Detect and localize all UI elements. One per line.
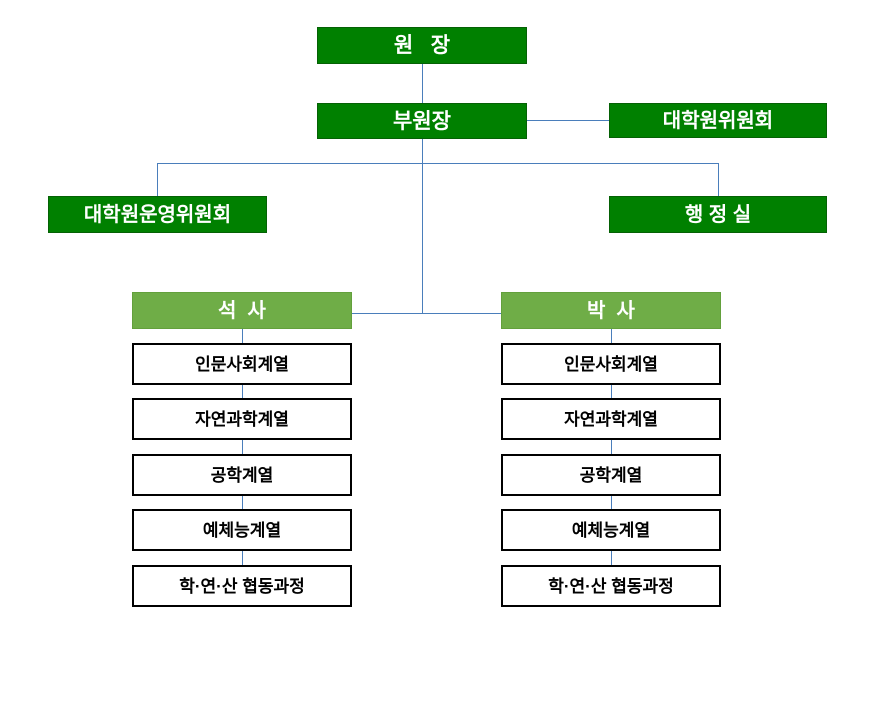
node-admin-office: 행 정 실 — [609, 196, 827, 233]
connector-left-col-5 — [242, 551, 243, 565]
node-label: 자연과학계열 — [195, 409, 289, 429]
connector-right-col-1 — [611, 329, 612, 343]
node-admin-office-label: 행 정 실 — [684, 203, 752, 226]
node-label: 인문사회계열 — [564, 354, 658, 374]
connector-right-col-4 — [611, 496, 612, 509]
node-operating-committee-label: 대학원운영위원회 — [83, 203, 232, 226]
node-label: 인문사회계열 — [195, 354, 289, 374]
connector-left-col-4 — [242, 496, 243, 509]
node-doctoral-label: 박 사 — [587, 299, 635, 322]
connector-right-col-2 — [611, 385, 612, 398]
node-label: 자연과학계열 — [564, 409, 658, 429]
node-director-label: 원 장 — [393, 34, 451, 57]
node-label: 공학계열 — [210, 465, 274, 485]
connector-director-vice — [422, 64, 423, 103]
connector-left-col-3 — [242, 440, 243, 454]
connector-drop-operating-committee — [157, 163, 158, 196]
node-vice-director-label: 부원장 — [393, 109, 451, 133]
connector-vice-down — [422, 139, 423, 314]
connector-left-col-2 — [242, 385, 243, 398]
node-doctoral: 박 사 — [501, 292, 721, 329]
node-masters-label: 석 사 — [218, 299, 266, 322]
node-masters-humanities: 인문사회계열 — [132, 343, 352, 385]
node-masters: 석 사 — [132, 292, 352, 329]
node-graduate-committee-label: 대학원위원회 — [662, 109, 774, 132]
node-graduate-committee: 대학원위원회 — [609, 103, 827, 138]
node-doctoral-arts-physical: 예체능계열 — [501, 509, 721, 551]
connector-vice-committee — [527, 120, 610, 121]
node-director: 원 장 — [317, 27, 527, 64]
node-masters-arts-physical: 예체능계열 — [132, 509, 352, 551]
connector-drop-admin-office — [718, 163, 719, 196]
node-operating-committee: 대학원운영위원회 — [48, 196, 267, 233]
node-masters-cooperative-program: 학·연·산 협동과정 — [132, 565, 352, 607]
connector-left-col-1 — [242, 329, 243, 343]
node-masters-engineering: 공학계열 — [132, 454, 352, 496]
node-label: 학·연·산 협동과정 — [179, 576, 305, 596]
node-label: 학·연·산 협동과정 — [548, 576, 674, 596]
connector-right-col-3 — [611, 440, 612, 454]
node-label: 공학계열 — [579, 465, 643, 485]
node-label: 예체능계열 — [202, 520, 282, 540]
node-doctoral-engineering: 공학계열 — [501, 454, 721, 496]
node-vice-director: 부원장 — [317, 103, 527, 139]
node-doctoral-humanities: 인문사회계열 — [501, 343, 721, 385]
connector-masters-doctoral — [352, 313, 501, 314]
node-masters-natural-sciences: 자연과학계열 — [132, 398, 352, 440]
node-doctoral-natural-sciences: 자연과학계열 — [501, 398, 721, 440]
node-doctoral-cooperative-program: 학·연·산 협동과정 — [501, 565, 721, 607]
node-label: 예체능계열 — [571, 520, 651, 540]
connector-right-col-5 — [611, 551, 612, 565]
connector-branch-horizontal — [157, 163, 719, 164]
